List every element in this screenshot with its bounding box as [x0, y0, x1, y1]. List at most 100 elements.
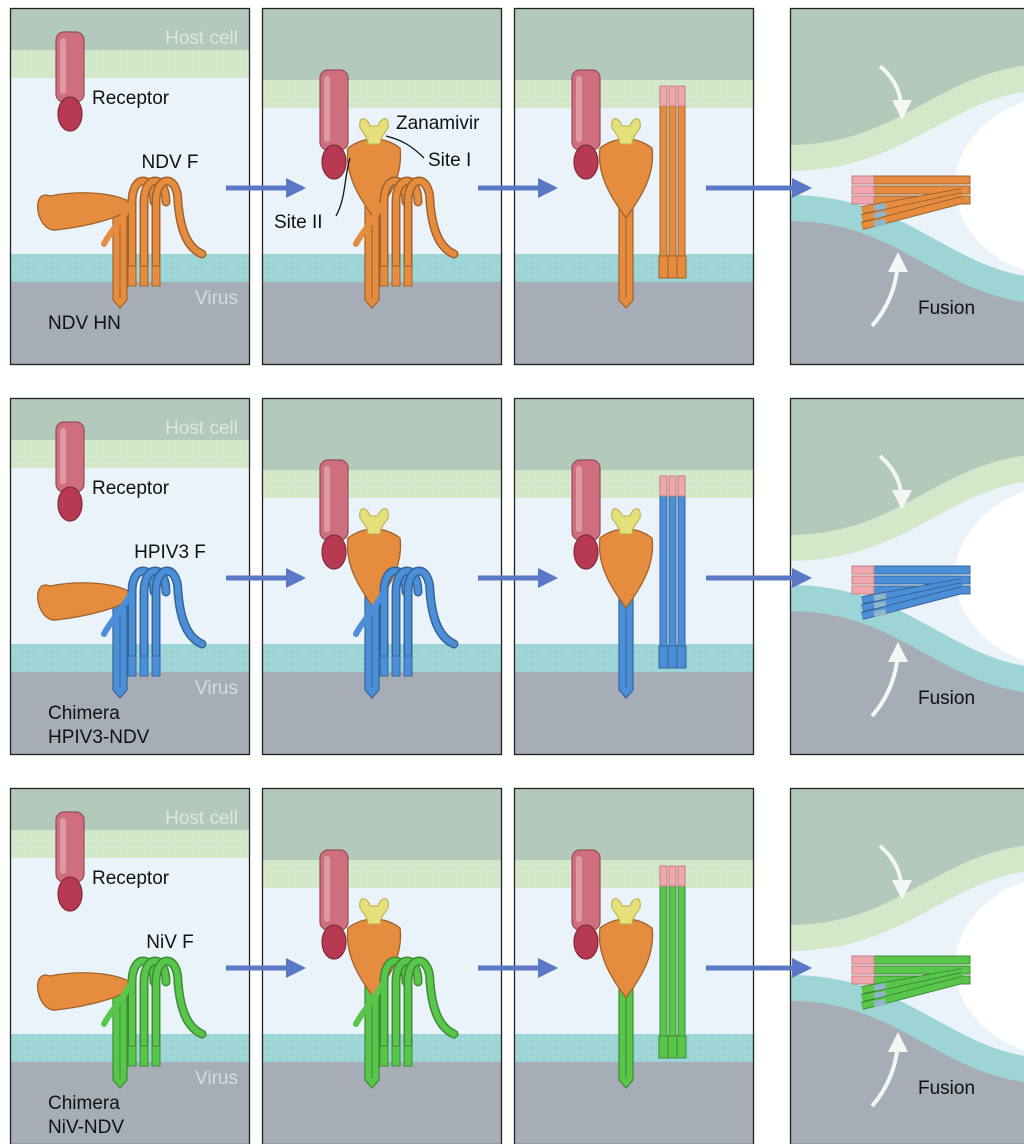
f-tm-domain [152, 1046, 160, 1066]
receptor-highlight [60, 818, 66, 874]
virus-label: Virus [195, 1068, 238, 1089]
f-tm-domain [128, 656, 136, 676]
receptor-highlight [576, 466, 582, 532]
panel-4: Fusion [790, 398, 1024, 755]
hn-label-line-1: NDV HN [48, 313, 121, 334]
virus-membrane-texture [514, 644, 754, 672]
fusion-peptide [852, 576, 874, 584]
receptor-highlight [324, 76, 330, 142]
host-cell-region [514, 8, 754, 80]
virus-membrane-texture [514, 254, 754, 282]
f-tm-domain [677, 256, 686, 278]
f-tm-domain [659, 646, 668, 668]
fusion-peptide [678, 476, 685, 496]
diagram-rows: ReceptorHost cellVirusNDV FNDV HN Zanamiv… [10, 8, 1024, 1144]
fusion-peptide [852, 976, 874, 984]
receptor [320, 70, 348, 179]
f-tm-domain [128, 266, 136, 286]
hn-label-line-2: NiV-NDV [48, 1117, 124, 1138]
fusion-label: Fusion [918, 688, 975, 709]
fusion-label: Fusion [918, 298, 975, 319]
f-tm-domain [668, 1036, 677, 1058]
fusion-peptide [852, 196, 874, 204]
fusion-peptide [852, 176, 874, 184]
f-protein-extended [659, 86, 686, 278]
host-membrane-texture [262, 470, 502, 498]
hn-label-line-1: Chimera [48, 1093, 120, 1114]
panel-1: Receptor Host cellVirus NiV F ChimeraNiV-ND… [10, 788, 250, 1144]
virus-membrane-texture [514, 1034, 754, 1062]
f-tm-domain [152, 656, 160, 676]
f-tm-domain [659, 256, 668, 278]
virus-label: Virus [195, 678, 238, 699]
f-helix [660, 866, 667, 1038]
receptor [56, 422, 84, 521]
host-membrane-texture [10, 50, 250, 78]
receptor [572, 850, 600, 959]
f-tm-domain [140, 1046, 148, 1066]
receptor-head [322, 535, 346, 569]
host-cell-region [514, 788, 754, 860]
fusion-peptide [660, 86, 667, 106]
receptor-label: Receptor [92, 88, 170, 109]
host-cell-label: Host cell [165, 808, 238, 829]
f-tm-domain [404, 656, 412, 676]
receptor-highlight [576, 76, 582, 142]
host-membrane-texture [514, 860, 754, 888]
f-protein-label: NiV F [146, 932, 194, 953]
receptor [56, 812, 84, 911]
panel-1: ReceptorHost cellVirusNDV FNDV HN [10, 8, 250, 365]
fusion-peptide [669, 866, 676, 886]
virus-region [262, 672, 502, 755]
panel-4: Fusion [790, 8, 1024, 365]
receptor-head [574, 925, 598, 959]
f-helix [678, 866, 685, 1038]
receptor-head [322, 925, 346, 959]
f-tm-domain [404, 1046, 412, 1066]
virus-region [514, 672, 754, 755]
fusion-peptide [678, 866, 685, 886]
f-tm-domain [677, 646, 686, 668]
host-cell-region [262, 398, 502, 470]
row-hpiv3: ReceptorHost cellVirusHPIV3 FChimeraHPIV… [10, 398, 1024, 755]
host-membrane-texture [262, 80, 502, 108]
fusion-peptide [852, 966, 874, 974]
host-membrane-texture [10, 830, 250, 858]
receptor-label: Receptor [92, 868, 170, 889]
fusion-peptide [660, 866, 667, 886]
receptor [572, 70, 600, 179]
receptor-label: Receptor [92, 478, 170, 499]
hn-label-line-1: Chimera [48, 703, 120, 724]
fusion-label: Fusion [918, 1078, 975, 1099]
f-helix [660, 476, 667, 648]
receptor-head [574, 145, 598, 179]
hn-label-line-2: HPIV3-NDV [48, 727, 150, 748]
receptor [320, 460, 348, 569]
virus-region [262, 1062, 502, 1144]
fusion-peptide [852, 566, 874, 574]
fusion-peptide [678, 86, 685, 106]
f-tm-domain [140, 266, 148, 286]
host-cell-region [262, 8, 502, 80]
zanamivir-label: Zanamivir [396, 113, 480, 134]
f-tm-domain [668, 646, 677, 668]
host-membrane-texture [514, 470, 754, 498]
receptor-highlight [324, 856, 330, 922]
site-one-label: Site I [428, 150, 471, 171]
fusion-peptide [852, 186, 874, 194]
receptor-head [322, 145, 346, 179]
host-membrane-texture [514, 80, 754, 108]
f-helix [669, 476, 676, 648]
receptor-highlight [60, 428, 66, 484]
f-tm-domain [140, 656, 148, 676]
host-membrane-texture [10, 440, 250, 468]
receptor-highlight [324, 466, 330, 532]
fusion-peptide [660, 476, 667, 496]
host-cell-label: Host cell [165, 418, 238, 439]
host-cell-region [514, 398, 754, 470]
f-helix [669, 86, 676, 258]
virus-region [514, 282, 754, 365]
